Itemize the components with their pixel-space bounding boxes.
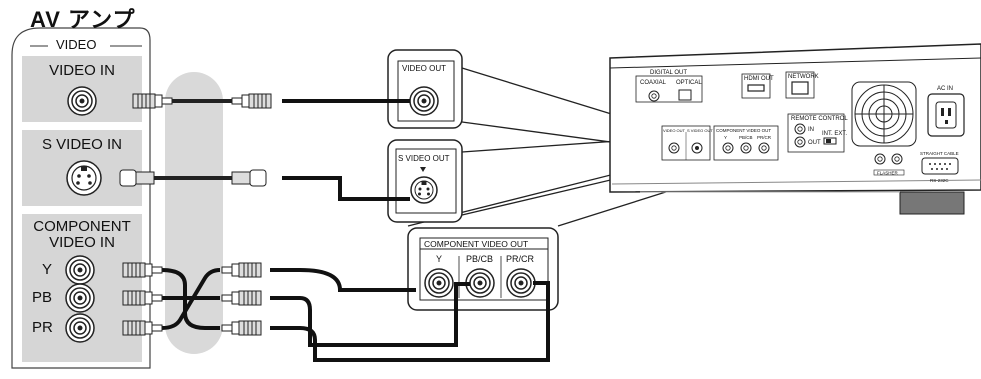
rc-out-label: OUT bbox=[808, 140, 821, 146]
flasher-label: FLASHER bbox=[877, 171, 899, 176]
component-out-pr-jack bbox=[506, 268, 536, 298]
rs232c-label: RS-232C bbox=[930, 178, 949, 183]
video-out-jack bbox=[409, 86, 439, 116]
video-cable bbox=[132, 93, 410, 109]
component-out-y-label: Y bbox=[436, 254, 442, 264]
digital-out-label: DIGITAL OUT bbox=[650, 70, 687, 76]
network-label: NETWORK bbox=[788, 74, 819, 80]
player-back-panel bbox=[609, 43, 981, 215]
optical-label: OPTICAL bbox=[676, 80, 702, 86]
component-cables bbox=[161, 268, 550, 362]
component-in-label-line2: VIDEO IN bbox=[49, 234, 115, 251]
av-amp-title: AV アンプ bbox=[30, 7, 136, 32]
s-video-out-callout-label: S VIDEO OUT bbox=[398, 154, 450, 163]
video-in-label: VIDEO IN bbox=[49, 62, 115, 79]
s-video-in-jack bbox=[66, 160, 102, 196]
component-in-pr-label: PR bbox=[32, 319, 53, 336]
coaxial-label: COAXIAL bbox=[640, 80, 667, 86]
component-in-y-label: Y bbox=[42, 261, 53, 278]
hdmi-out-label: HDMI OUT bbox=[744, 76, 774, 82]
component-out-pb-label: PB/CB bbox=[466, 254, 493, 264]
component-out-y-jack bbox=[424, 268, 454, 298]
component-pb-jack bbox=[65, 283, 95, 313]
component-in-label-line1: COMPONENT bbox=[33, 218, 131, 235]
s-video-cable bbox=[119, 169, 410, 201]
component-video-out-small-label: COMPONENT VIDEO OUT bbox=[716, 128, 771, 133]
s-video-out-small-label: S VIDEO OUT bbox=[687, 128, 713, 133]
video-in-jack bbox=[67, 86, 97, 116]
component-pr-jack bbox=[65, 313, 95, 343]
fan-grille bbox=[851, 81, 917, 147]
video-out-small-label: VIDEO OUT bbox=[663, 128, 686, 133]
int-ext-label: INT. EXT. bbox=[822, 131, 847, 137]
component-out-pb-jack bbox=[465, 268, 495, 298]
component-small-y-label: Y bbox=[724, 135, 727, 140]
s-video-in-label: S VIDEO IN bbox=[41, 136, 123, 153]
remote-control-label: REMOTE CONTROL bbox=[791, 116, 848, 122]
cable-guide-band bbox=[165, 72, 223, 354]
straight-cable-label: STRAIGHT CABLE bbox=[920, 151, 959, 156]
s-video-out-jack bbox=[410, 176, 438, 204]
component-out-pr-label: PR/CR bbox=[506, 254, 535, 264]
video-group-label: VIDEO bbox=[52, 37, 101, 52]
rc-in-label: IN bbox=[808, 127, 814, 133]
ac-in-label: AC IN bbox=[937, 86, 953, 92]
component-out-callout-label: COMPONENT VIDEO OUT bbox=[424, 239, 528, 249]
component-small-pb-label: PB/CB bbox=[739, 135, 753, 140]
component-in-pb-label: PB bbox=[32, 289, 53, 306]
component-y-jack bbox=[65, 255, 95, 285]
component-small-pr-label: PR/CR bbox=[757, 135, 772, 140]
video-out-callout-label: VIDEO OUT bbox=[402, 64, 446, 73]
av-amp-outline bbox=[11, 27, 151, 369]
